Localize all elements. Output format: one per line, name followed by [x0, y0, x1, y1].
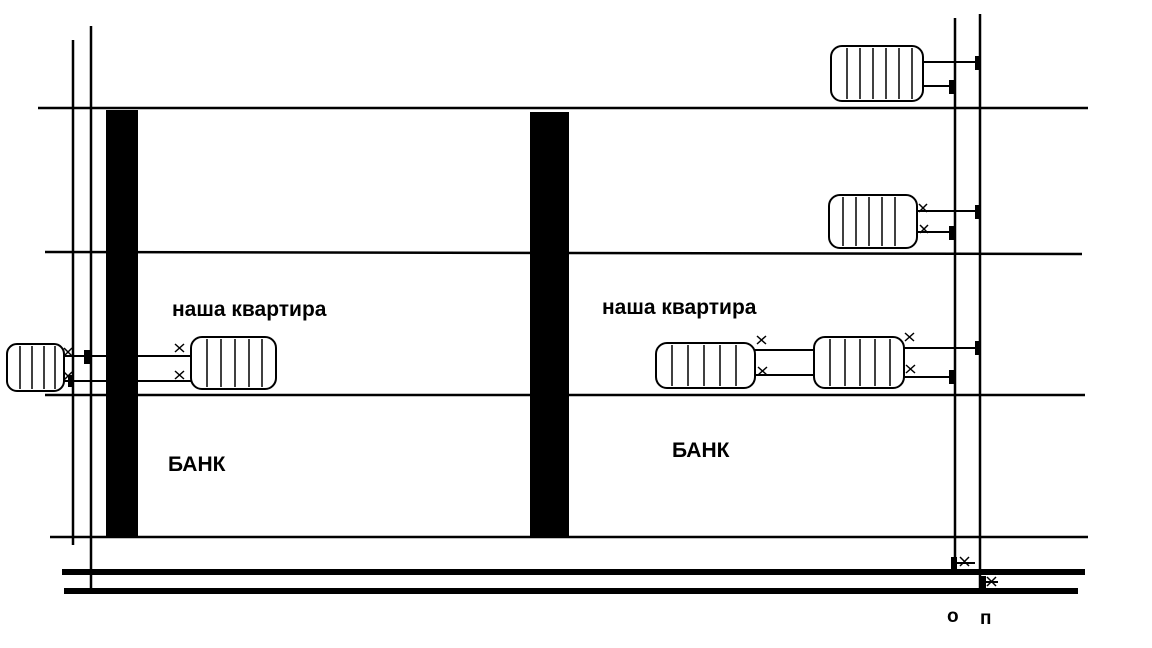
label-pipe-p: п [980, 608, 992, 629]
wall-left [106, 110, 138, 538]
label-right-apartment: наша квартира [602, 296, 757, 319]
label-pipe-o: о [947, 606, 959, 627]
label-left-bank: БАНК [168, 453, 226, 476]
label-right-bank: БАНК [672, 439, 730, 462]
radiator-top-right [830, 45, 981, 102]
radiator-second-right [828, 194, 981, 249]
basement-valves [951, 556, 998, 588]
wall-middle [530, 112, 569, 538]
label-left-apartment: наша квартира [172, 298, 327, 321]
radiators-third-left [6, 336, 277, 392]
radiators-third-right [655, 332, 981, 389]
